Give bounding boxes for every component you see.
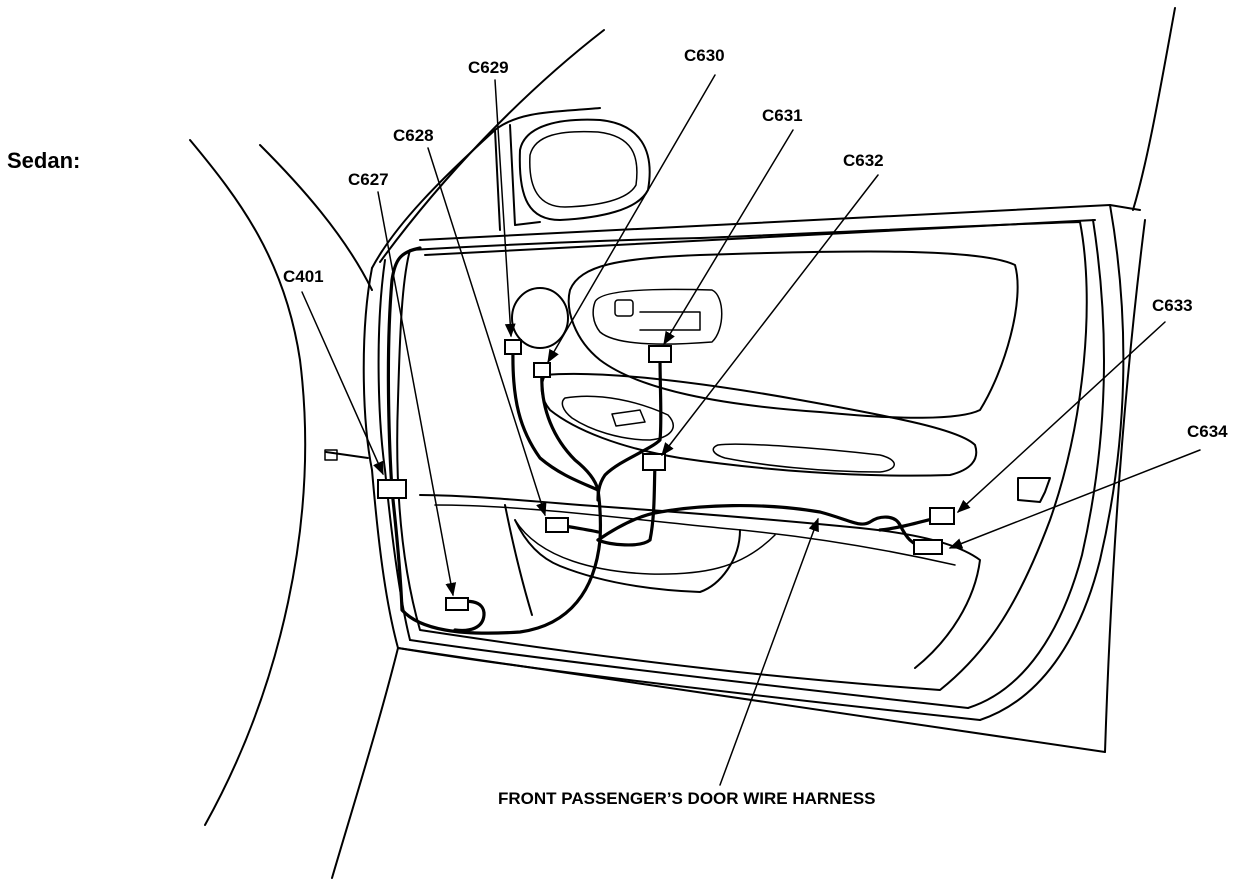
door-wire-harness (386, 246, 942, 635)
car-body-outline (189, 7, 1176, 879)
label-c627: C627 (348, 170, 389, 189)
connector-c634 (913, 539, 943, 555)
connector-c632 (642, 453, 666, 471)
label-c631: C631 (762, 106, 803, 125)
diagram-heading: Sedan: (7, 148, 80, 173)
connector-c631 (648, 345, 672, 363)
label-c628: C628 (393, 126, 434, 145)
connector-c633 (929, 507, 955, 525)
connector-c628 (545, 517, 569, 533)
connector-c627 (445, 597, 469, 611)
label-c401: C401 (283, 267, 324, 286)
label-c633: C633 (1152, 296, 1193, 315)
callout-leader-lines (301, 74, 1201, 786)
harness-caption: FRONT PASSENGER’S DOOR WIRE HARNESS (498, 789, 876, 808)
connector-c401 (377, 479, 407, 499)
connector-c629 (504, 339, 522, 355)
door-trim-panel (324, 221, 1088, 691)
label-c630: C630 (684, 46, 725, 65)
label-c634: C634 (1187, 422, 1228, 441)
connector-c630 (533, 362, 551, 378)
door-frame (362, 107, 1141, 721)
connector-bodies (377, 339, 955, 611)
label-c629: C629 (468, 58, 509, 77)
label-c632: C632 (843, 151, 884, 170)
